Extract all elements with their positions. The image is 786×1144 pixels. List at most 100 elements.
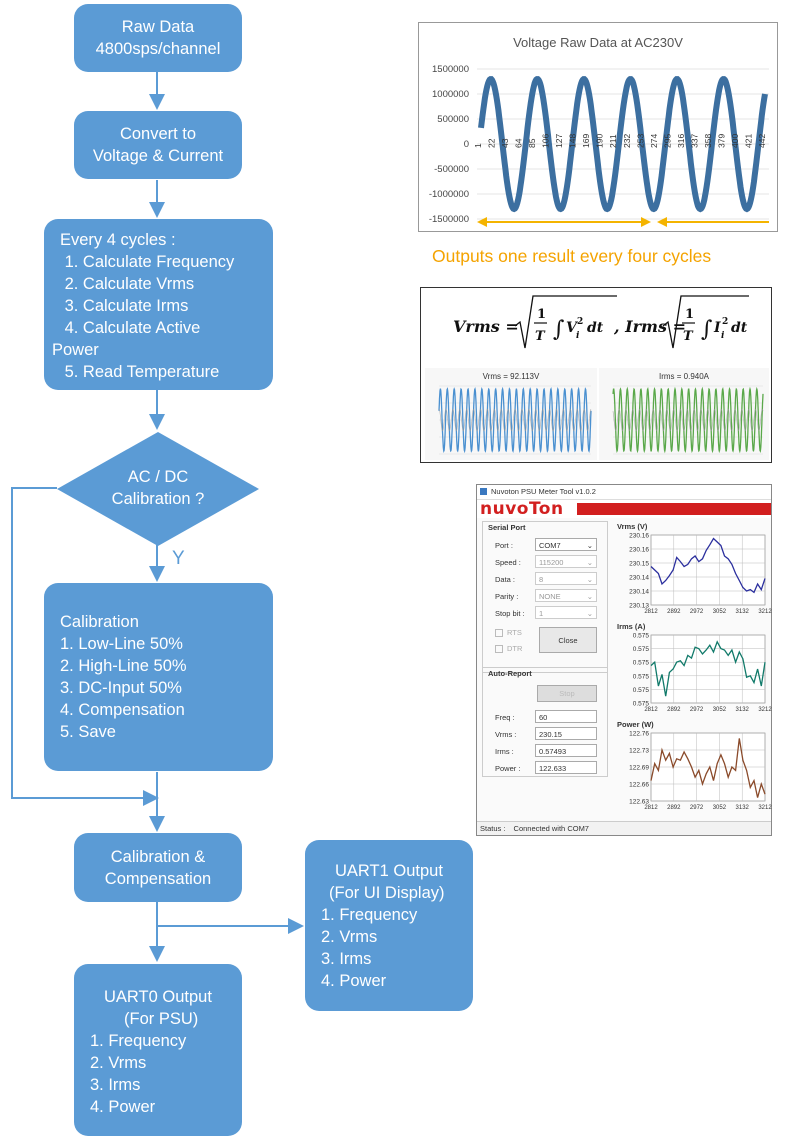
caption-text: Outputs one result every four cycles [432, 246, 712, 266]
stop-bit-label: Stop bit : [495, 609, 525, 618]
x-tick-label: 358 [703, 134, 713, 148]
x-tick-label: 3052 [713, 707, 727, 713]
y-tick-label: 0 [464, 139, 469, 150]
plot-title: Irms (A) [617, 622, 646, 631]
every-4-cycles-box: Every 4 cycles : 1. Calculate Frequency … [44, 219, 273, 390]
y-tick-label: -500000 [434, 164, 469, 175]
rms-formula: Vrms = 1 T ∫ V 2 i dt , Irms = 1 T ∫ I 2 [421, 288, 771, 366]
uart1-line: (For UI Display) [329, 884, 445, 902]
svg-text:T: T [535, 329, 546, 344]
status-value: Connected with COM7 [513, 824, 589, 833]
calibration-line: 1. Low-Line 50% [60, 635, 183, 653]
every4-line: 5. Read Temperature [60, 363, 220, 381]
y-tick-label: -1000000 [429, 189, 469, 200]
power-field[interactable]: 122.633 [535, 761, 597, 774]
raw-data-chart: Voltage Raw Data at AC230V15000001000000… [429, 35, 769, 227]
vrms-field[interactable]: 230.15 [535, 727, 597, 740]
y-tick-label: 122.73 [629, 748, 649, 755]
x-tick-label: 3212 [758, 805, 772, 811]
vrms-label: Vrms : [495, 730, 517, 739]
y-tick-label: 230.16 [629, 547, 649, 554]
dtr-checkbox[interactable]: DTR [495, 644, 523, 654]
status-bar: Status : Connected with COM7 [477, 821, 771, 835]
uart1-output-box: UART1 Output (For UI Display) 1. Frequen… [305, 840, 473, 1011]
freq-field[interactable]: 60 [535, 710, 597, 723]
irms-plot: Irms (A)0.5750.5750.5750.5750.5750.57528… [617, 622, 772, 713]
serial-port-group [482, 521, 608, 673]
x-tick-label: 2972 [690, 609, 704, 615]
x-tick-label: 3132 [736, 805, 750, 811]
uart1-line: 2. Vrms [321, 928, 378, 946]
wave-title: Irms = 0.940A [659, 372, 710, 381]
stop-bit-select[interactable]: 1⌄ [535, 606, 597, 619]
x-tick-label: 3052 [713, 609, 727, 615]
decision-line: Calibration ? [111, 490, 205, 508]
y-tick-label: 122.63 [629, 799, 649, 806]
calibration-line: 4. Compensation [60, 701, 185, 719]
port-select[interactable]: COM7⌄ [535, 538, 597, 551]
every4-line: 2. Calculate Vrms [60, 275, 195, 293]
svg-text:∫: ∫ [553, 317, 565, 342]
arrowhead-left [477, 217, 487, 227]
speed-value: 115200 [539, 558, 564, 567]
chart-title: Voltage Raw Data at AC230V [513, 35, 683, 50]
x-tick-label: 3212 [758, 707, 772, 713]
status-label: Status : [480, 824, 506, 833]
data-bits-select[interactable]: 8⌄ [535, 572, 597, 585]
y-tick-label: 230.15 [629, 561, 649, 568]
y-tick-label: 230.16 [629, 533, 649, 540]
uart0-line: 1. Frequency [90, 1032, 187, 1050]
every4-line: 1. Calculate Frequency [60, 253, 235, 271]
x-tick-label: 3212 [758, 609, 772, 615]
uart0-output-box: UART0 Output (For PSU) 1. Frequency 2. V… [74, 964, 242, 1136]
x-tick-label: 3132 [736, 707, 750, 713]
calcomp-line: Calibration & [110, 847, 206, 866]
parity-select[interactable]: NONE⌄ [535, 589, 597, 602]
y-tick-label: 230.14 [629, 575, 649, 582]
x-tick-label: 2972 [690, 805, 704, 811]
raw-data-line: Raw Data [121, 18, 195, 36]
y-tick-label: 0.575 [633, 701, 650, 708]
y-tick-label: -1500000 [429, 214, 469, 225]
svg-text:∫: ∫ [701, 317, 713, 342]
x-tick-label: 3052 [713, 805, 727, 811]
irms-field[interactable]: 0.57493 [535, 744, 597, 757]
y-tick-label: 0.575 [633, 633, 650, 640]
speed-select[interactable]: 115200⌄ [535, 555, 597, 568]
tool-title: Nuvoton PSU Meter Tool v1.0.2 [491, 487, 596, 496]
x-tick-label: 2812 [644, 707, 658, 713]
x-tick-label: 253 [635, 134, 645, 148]
speed-label: Speed : [495, 558, 521, 567]
vrms-plot: Vrms (V)230.16230.16230.15230.14230.1423… [617, 522, 772, 615]
chevron-down-icon: ⌄ [586, 541, 593, 550]
rts-checkbox[interactable]: RTS [495, 628, 522, 638]
wave-reference [438, 408, 592, 432]
y-tick-label: 230.13 [629, 603, 649, 610]
svg-text:2: 2 [577, 317, 583, 327]
serial-port-title: Serial Port [488, 523, 526, 532]
chevron-down-icon: ⌄ [586, 575, 593, 584]
y-tick-label: 230.14 [629, 589, 649, 596]
freq-label: Freq : [495, 713, 515, 722]
arrow-decision-no-bypass [11, 487, 159, 806]
chevron-down-icon: ⌄ [586, 609, 593, 618]
parity-label: Parity : [495, 592, 519, 601]
stop-button[interactable]: Stop [537, 685, 597, 702]
plot-series [650, 738, 766, 798]
dtr-label: DTR [507, 644, 523, 653]
plot-area [650, 534, 766, 606]
uart1-line: UART1 Output [335, 862, 443, 880]
rts-label: RTS [507, 628, 522, 637]
x-tick-label: 400 [730, 134, 740, 148]
checkbox-box [495, 645, 503, 654]
uart1-line: 1. Frequency [321, 906, 418, 924]
close-button[interactable]: Close [539, 627, 597, 653]
plot-area [650, 634, 766, 704]
x-tick-label: 442 [757, 134, 767, 148]
svg-text:2: 2 [722, 317, 728, 327]
plot-series [650, 640, 766, 697]
logo-text: nuvoTon [480, 499, 564, 519]
formula-dt-1: dt [587, 320, 604, 336]
